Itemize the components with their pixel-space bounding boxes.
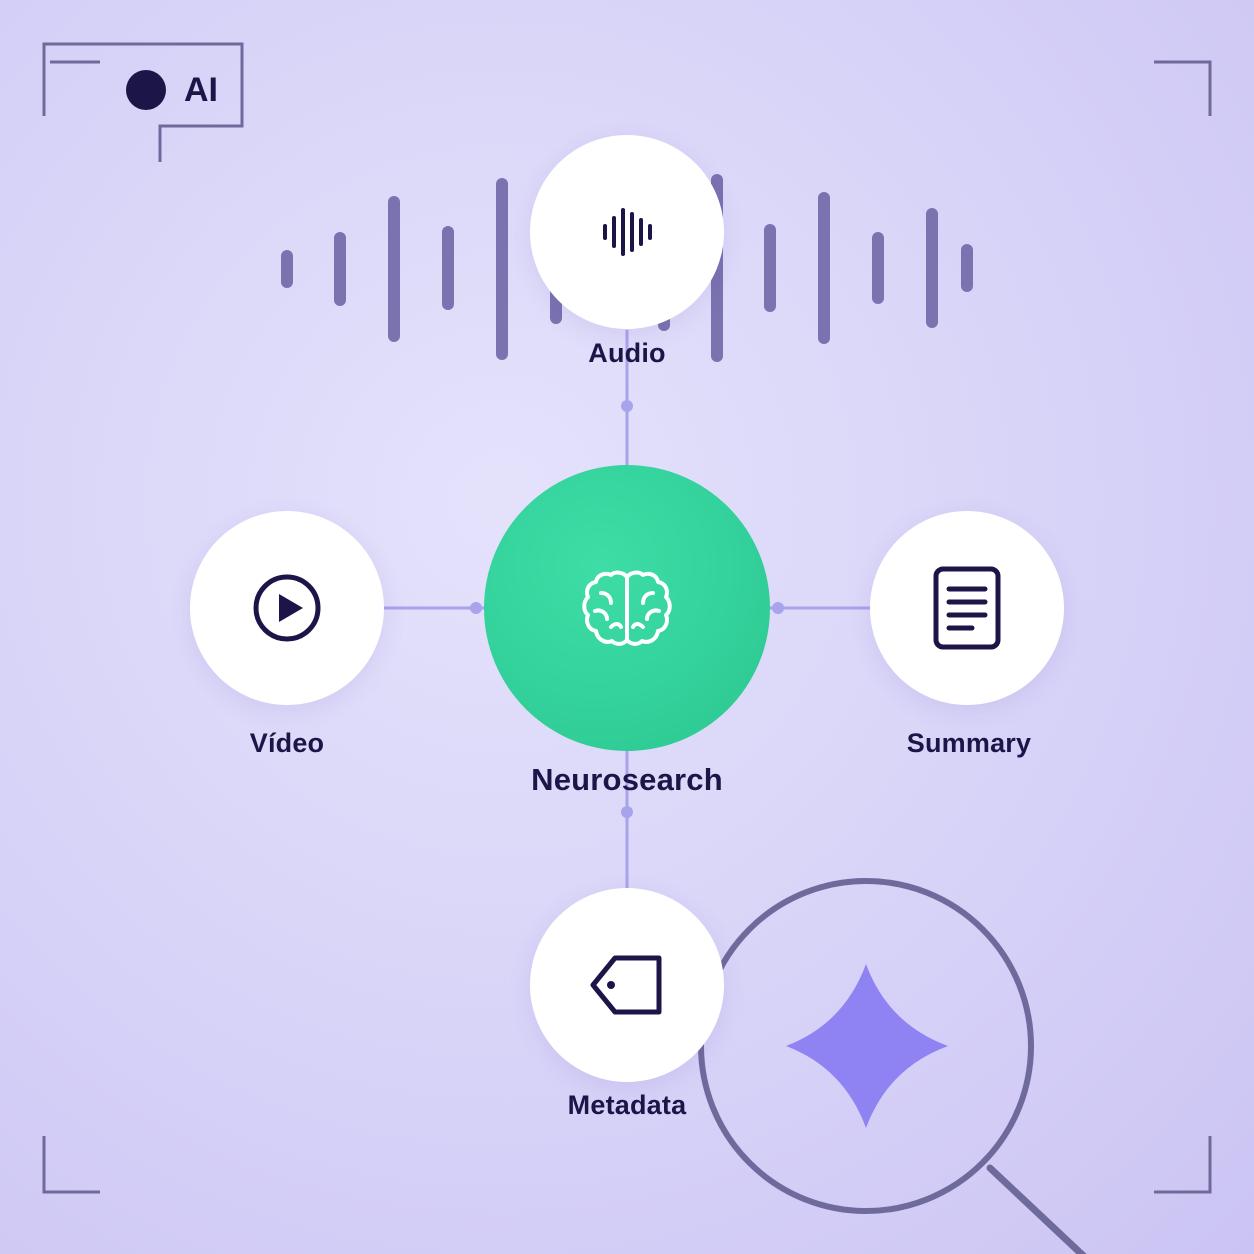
brain-icon <box>582 570 672 646</box>
connector-dot-summary <box>772 602 784 614</box>
record-dot-icon <box>126 70 166 110</box>
viewfinder-corners <box>42 60 1212 1194</box>
sparkle-icon <box>786 964 948 1128</box>
audio-label: Audio <box>588 338 666 368</box>
connector-dot-metadata <box>621 806 633 818</box>
summary-node[interactable] <box>870 511 1064 705</box>
video-label: Vídeo <box>249 728 325 758</box>
connectors <box>383 330 872 890</box>
video-node[interactable] <box>190 511 384 705</box>
magnifying-glass-icon <box>698 878 1087 1254</box>
ai-badge: AI <box>126 70 218 110</box>
play-circle-icon <box>253 574 321 642</box>
audio-waveform-icon <box>603 208 652 256</box>
document-icon <box>933 566 1001 650</box>
connector-dot-audio <box>621 400 633 412</box>
tag-icon <box>590 955 662 1015</box>
metadata-label: Metadata <box>567 1090 687 1120</box>
frame-corner-top-right <box>1154 60 1212 116</box>
frame-corner-bottom-right <box>1154 1136 1212 1194</box>
connector-dot-video <box>470 602 482 614</box>
ai-badge-label: AI <box>184 70 218 109</box>
audio-node[interactable] <box>530 135 724 329</box>
metadata-node[interactable] <box>530 888 724 1082</box>
summary-label: Summary <box>906 728 1032 758</box>
neurosearch-label: Neurosearch <box>531 762 723 797</box>
neurosearch-hub[interactable] <box>484 465 770 751</box>
frame-corner-bottom-left <box>42 1136 100 1194</box>
badge-frame <box>42 42 244 162</box>
